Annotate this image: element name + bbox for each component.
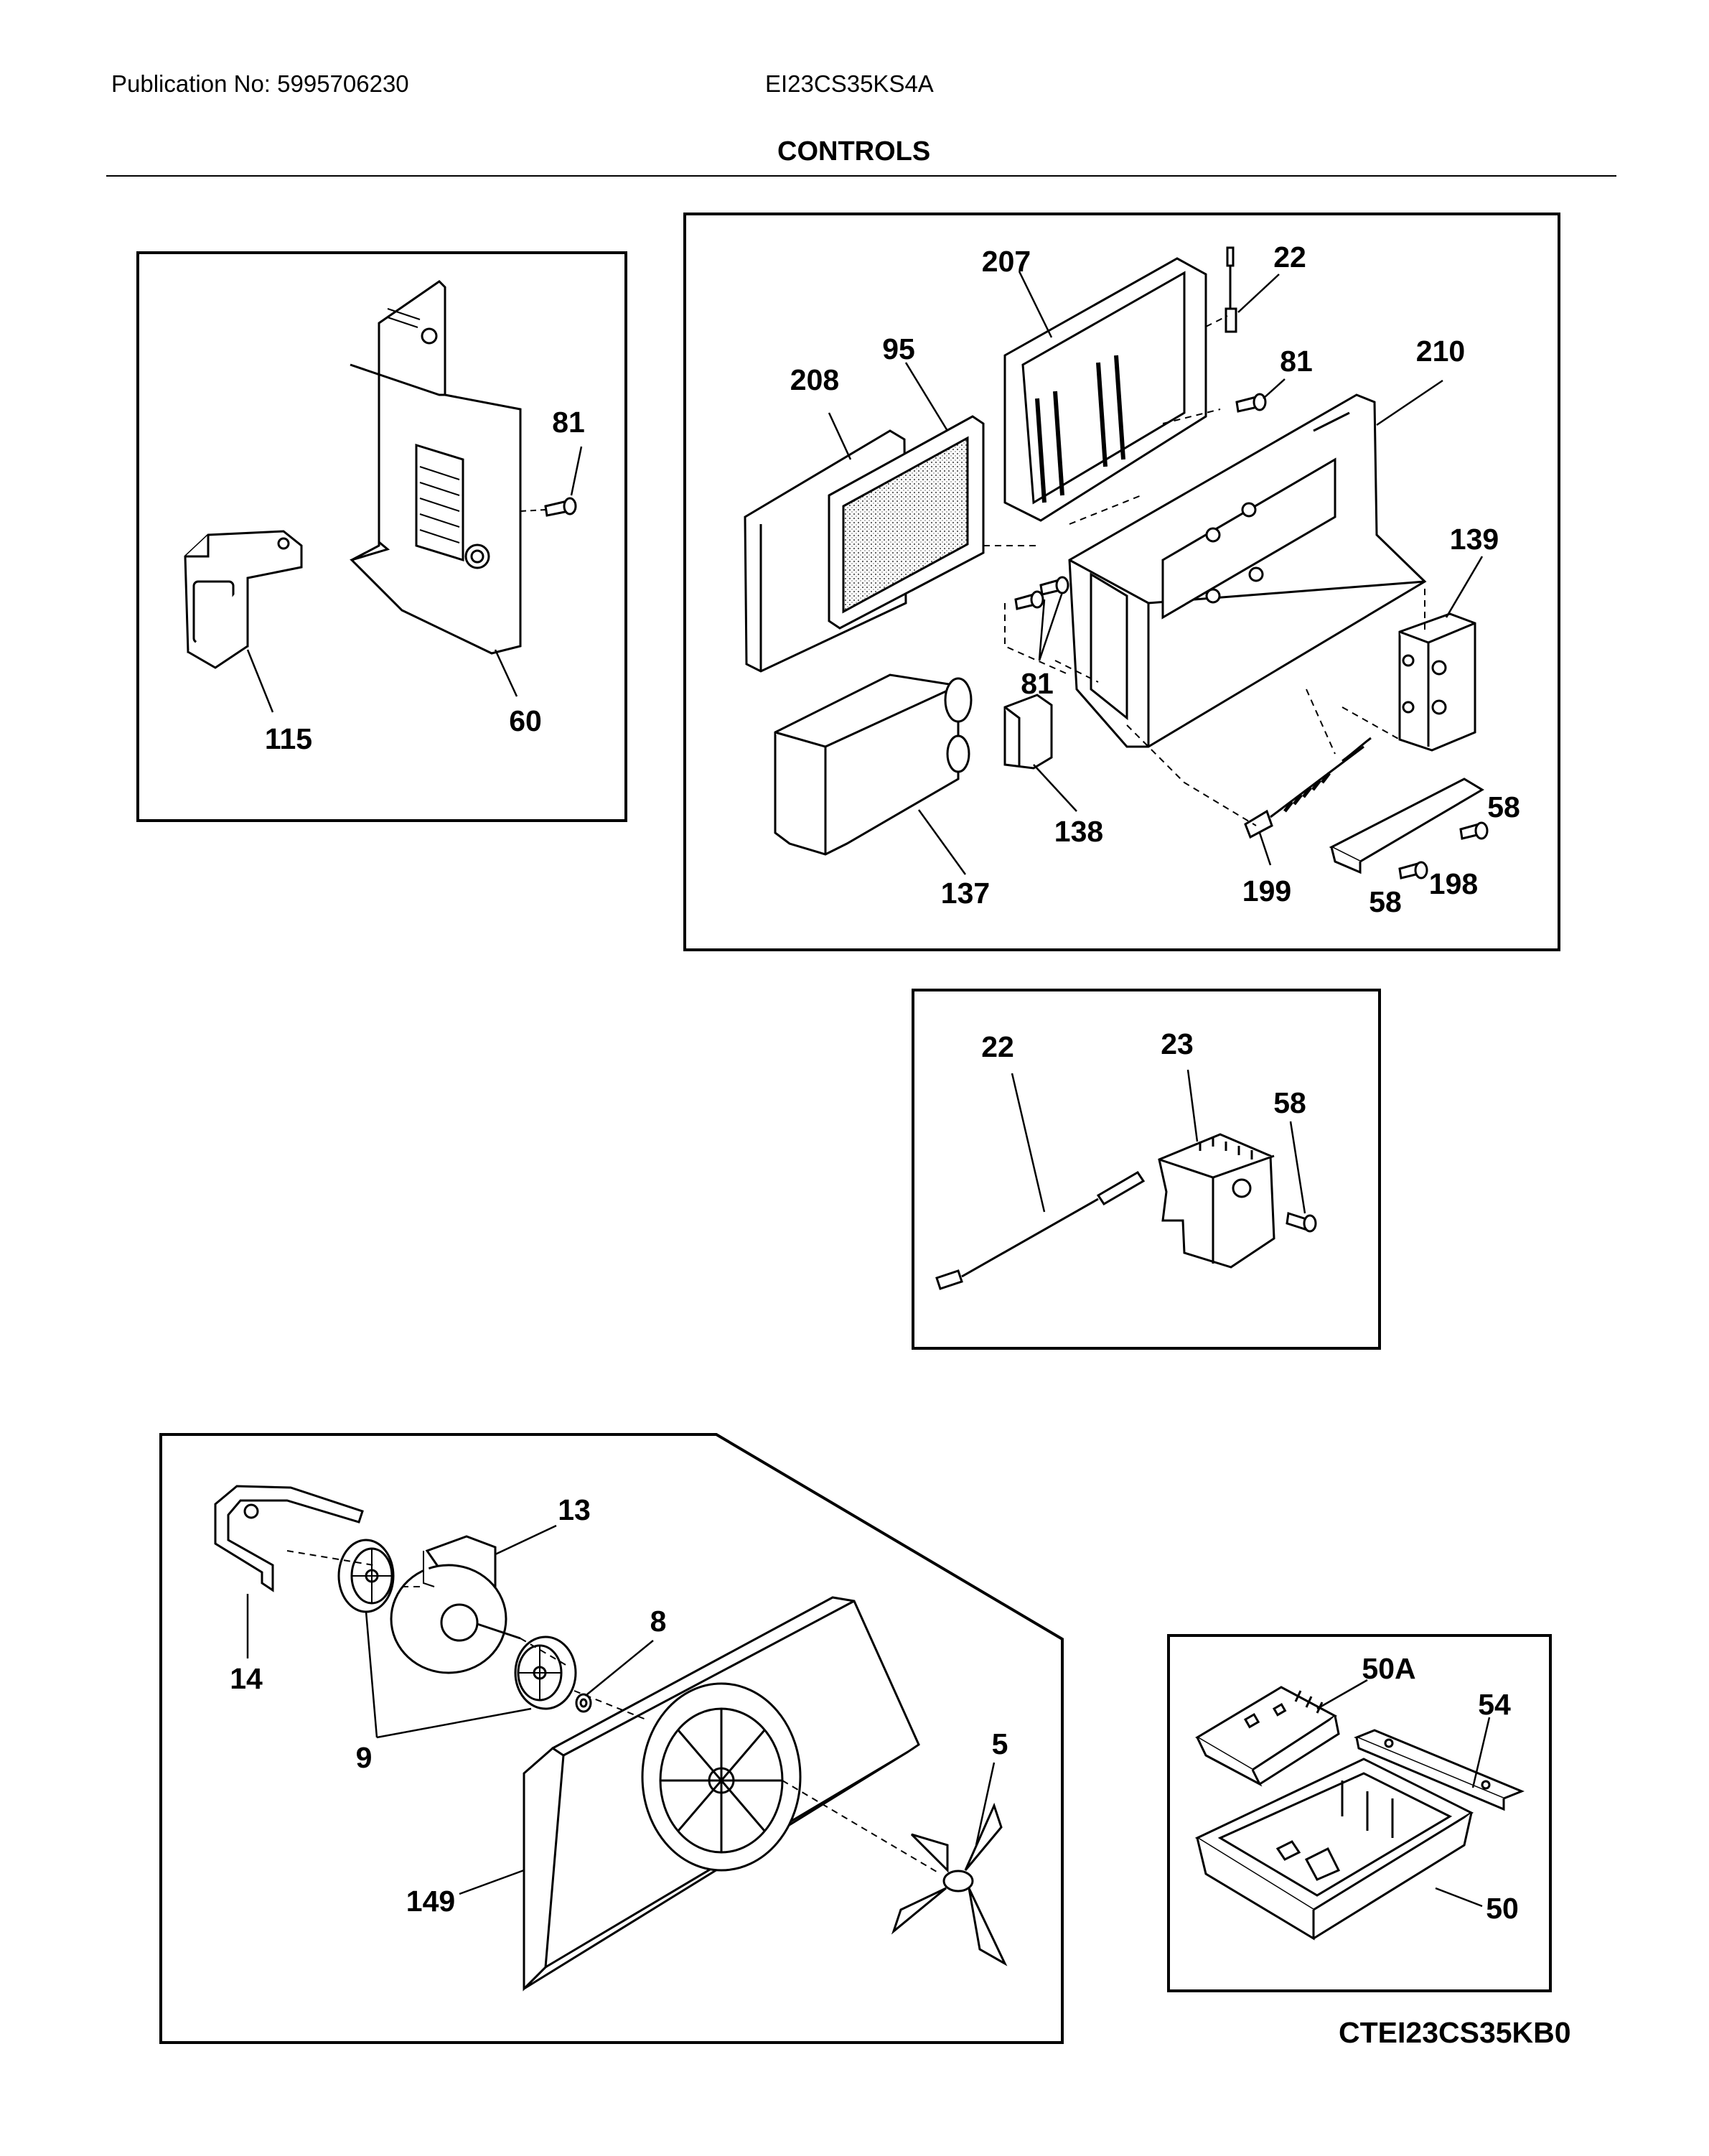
sensor-22 <box>935 1170 1146 1290</box>
callout-139: 139 <box>1450 523 1499 556</box>
callout-95: 95 <box>882 332 915 365</box>
bracket-54 <box>1354 1729 1525 1811</box>
control-housing-60 <box>350 280 522 655</box>
model-number: EI23CS35KS4A <box>765 70 934 97</box>
sensor-22-top <box>1225 246 1237 333</box>
header-divider <box>106 175 1616 177</box>
bracket-207 <box>1003 257 1207 522</box>
callout-207: 207 <box>982 245 1031 278</box>
callout-58-bottom: 58 <box>1369 885 1402 918</box>
leaders-top-right <box>828 271 1484 875</box>
plate-198 <box>1329 778 1484 874</box>
callout-8: 8 <box>650 1605 667 1638</box>
callout-60: 60 <box>509 704 542 737</box>
connector-115 <box>184 530 303 669</box>
page-title: CONTROLS <box>777 136 931 167</box>
assembly-lines-bottom-left <box>286 1550 941 1875</box>
bracket-14 <box>214 1485 364 1592</box>
control-box-210 <box>1068 393 1427 748</box>
switch-137 <box>774 673 973 856</box>
callout-54: 54 <box>1478 1688 1511 1721</box>
spring-199 <box>1244 737 1372 839</box>
callout-13: 13 <box>558 1493 591 1526</box>
callout-58-right: 58 <box>1487 790 1520 823</box>
callout-50A: 50A <box>1362 1652 1415 1685</box>
board-50a <box>1195 1686 1340 1787</box>
leaders-middle <box>1011 1069 1306 1214</box>
callout-137: 137 <box>941 877 990 910</box>
callout-58-middle: 58 <box>1273 1086 1306 1119</box>
callout-5: 5 <box>992 1727 1008 1760</box>
panel-middle <box>912 989 1381 1350</box>
callout-81: 81 <box>552 406 585 439</box>
callout-138: 138 <box>1054 815 1103 848</box>
screws-81-lower <box>1014 576 1069 610</box>
motor-13 <box>390 1535 521 1674</box>
diagram-code: CTEI23CS35KB0 <box>1339 2016 1571 2049</box>
callout-23: 23 <box>1161 1027 1194 1060</box>
filter-pad-95 <box>828 415 985 630</box>
screws-58-top <box>1398 821 1489 879</box>
hub-9b <box>514 1635 577 1710</box>
clip-138 <box>1003 694 1053 770</box>
hub-9a <box>337 1539 395 1613</box>
callout-50: 50 <box>1486 1892 1519 1925</box>
screw-81-left <box>544 497 577 517</box>
callout-149: 149 <box>406 1885 455 1918</box>
leaders-bottom-right <box>1316 1679 1491 1908</box>
switch-139 <box>1398 612 1476 752</box>
callout-81-top: 81 <box>1280 345 1313 378</box>
callout-22-top: 22 <box>1273 241 1306 274</box>
fan-blade-5 <box>891 1802 1008 1966</box>
screw-81-top <box>1235 393 1267 413</box>
assembly-lines-top-right <box>983 315 1425 826</box>
callout-14: 14 <box>230 1662 263 1695</box>
callout-210: 210 <box>1416 335 1465 368</box>
callout-198: 198 <box>1429 867 1478 900</box>
callout-208: 208 <box>790 363 839 396</box>
housing-23 <box>1158 1133 1275 1269</box>
housing-50 <box>1194 1758 1474 1941</box>
callout-22-middle: 22 <box>981 1030 1014 1063</box>
washer-8 <box>575 1693 592 1713</box>
leaders-bottom-left <box>246 1524 996 1895</box>
callout-115: 115 <box>265 722 312 755</box>
publication-number: Publication No: 5995706230 <box>111 70 409 97</box>
leaders-top-left <box>246 446 583 713</box>
callout-9: 9 <box>356 1741 373 1774</box>
callout-81-lower: 81 <box>1021 667 1054 700</box>
screw-58-middle <box>1286 1212 1317 1233</box>
callout-199: 199 <box>1242 874 1291 907</box>
shroud-149 <box>523 1596 920 1992</box>
